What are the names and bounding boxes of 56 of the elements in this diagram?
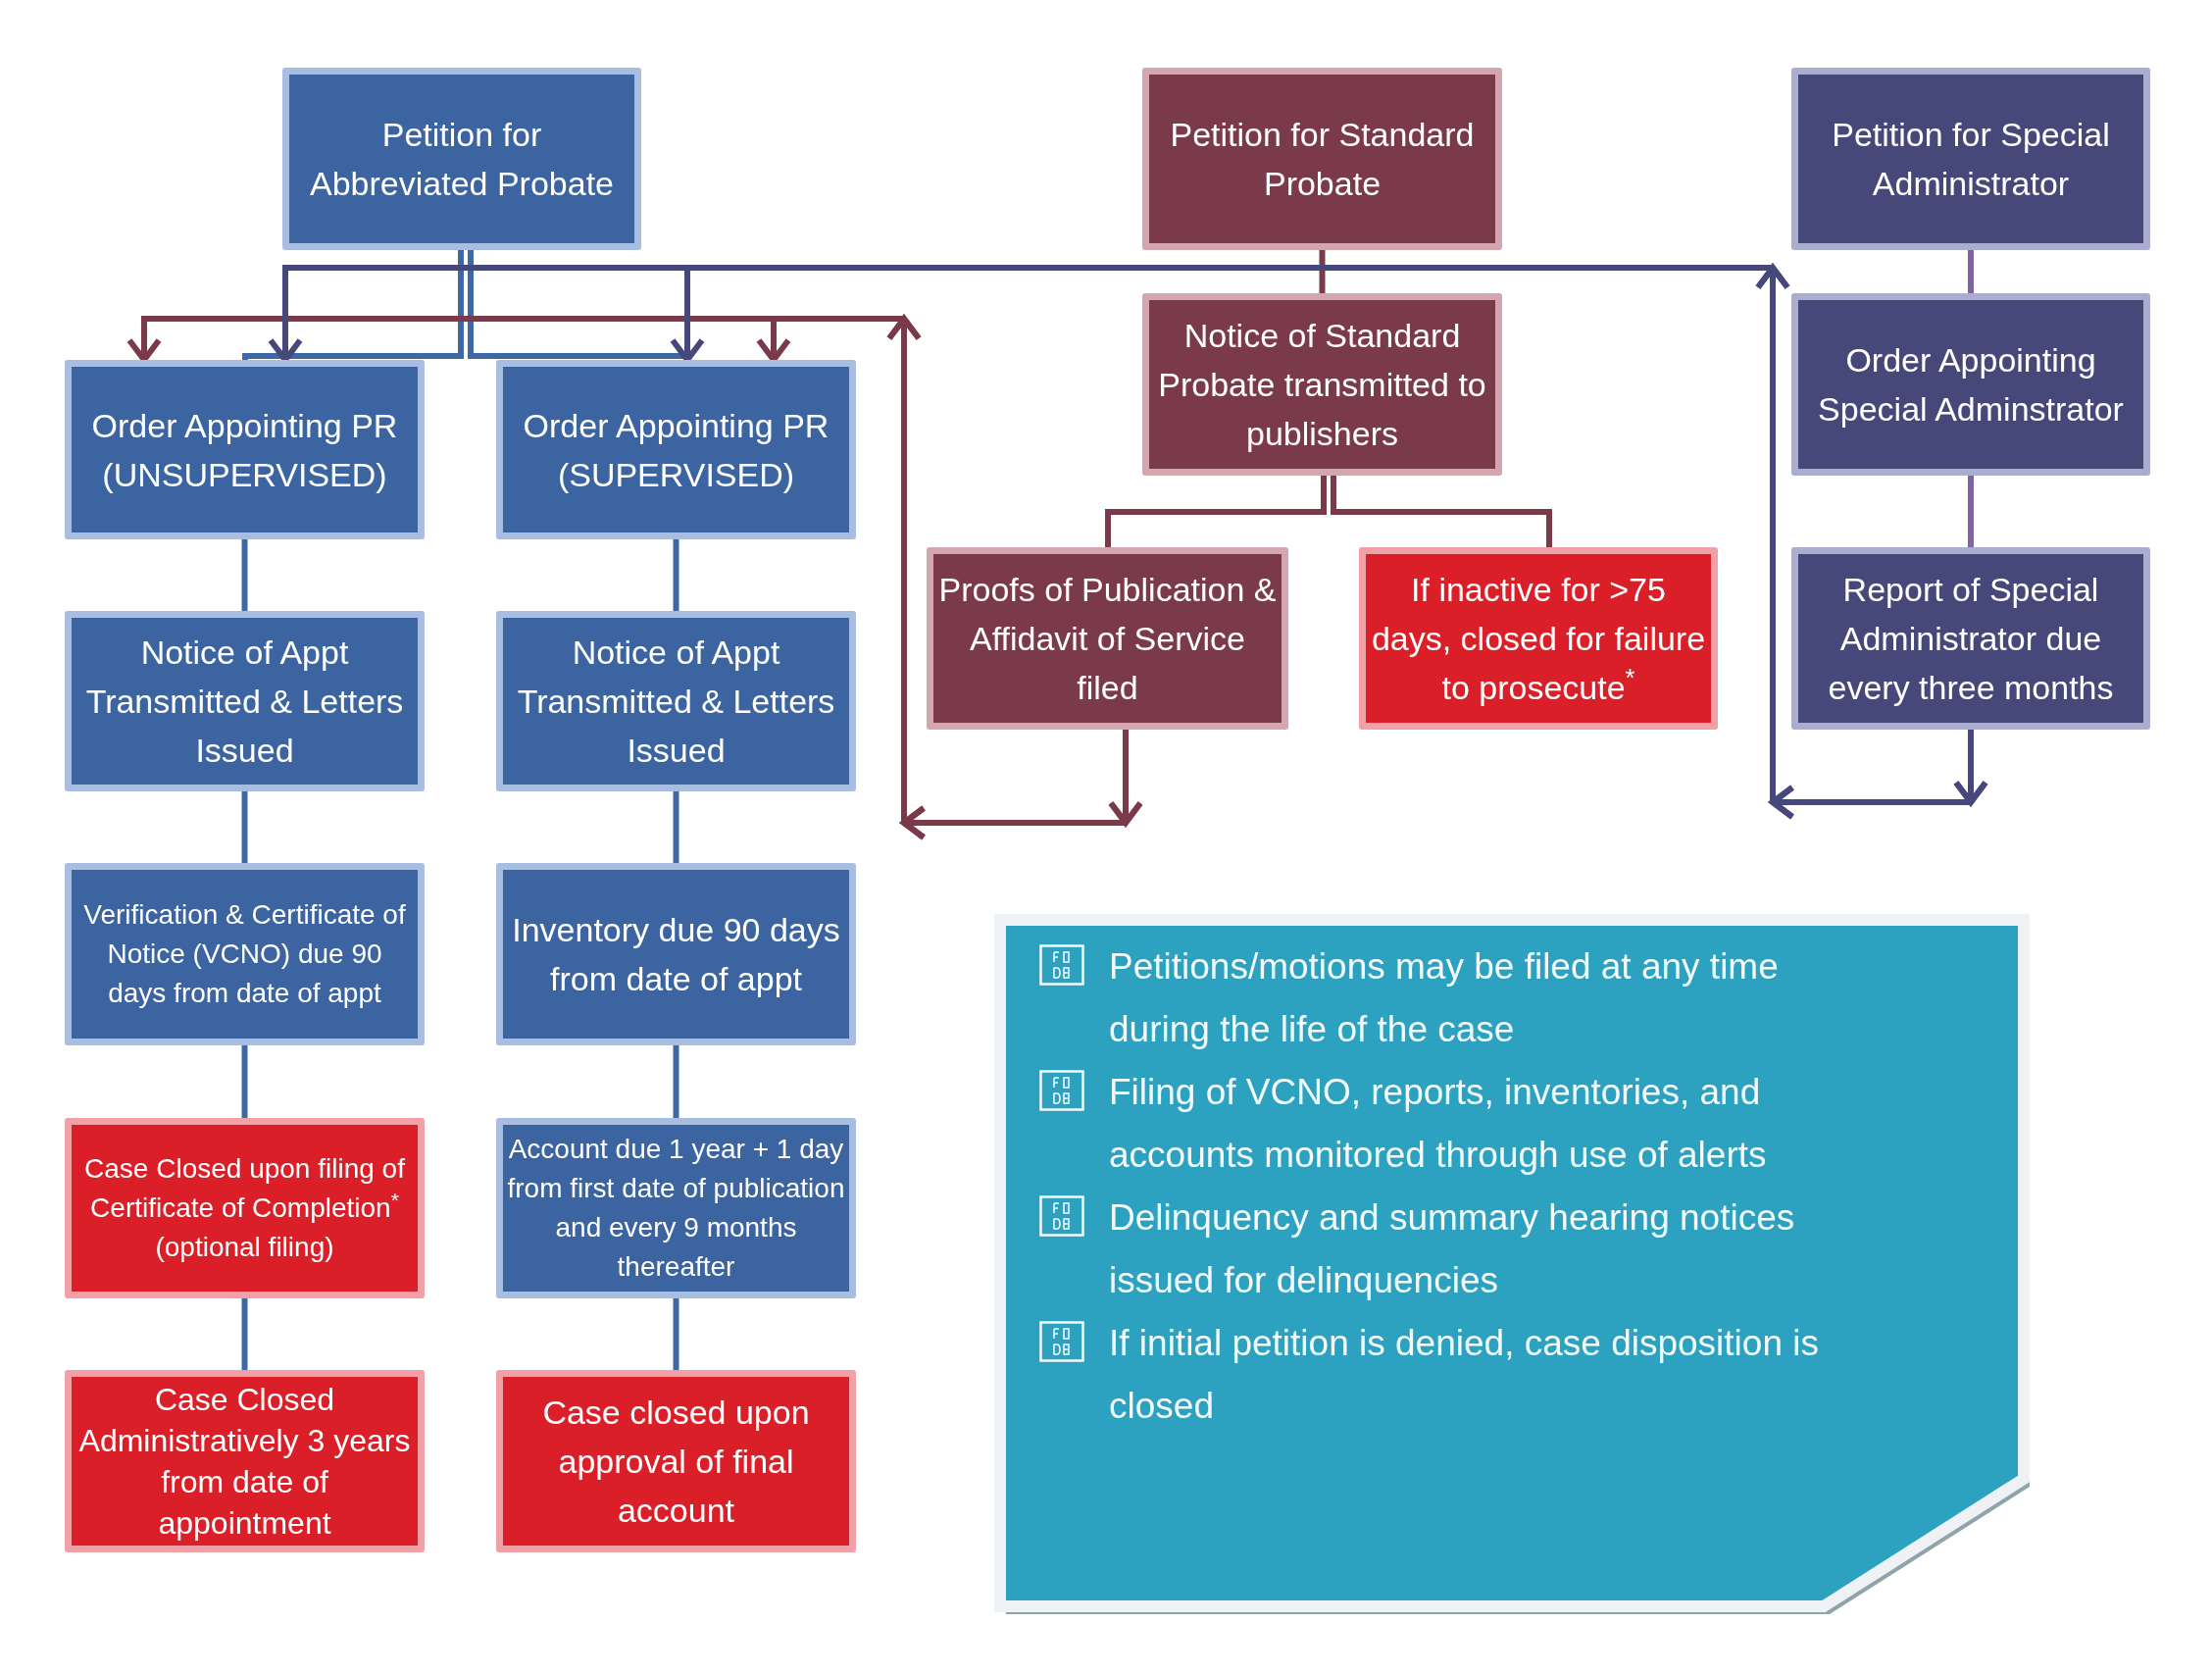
connector-line (1968, 250, 1974, 293)
bullet-text: If initial petition is denied, case disposition is closed (1109, 1322, 1820, 1428)
node-label: Notice of Appt Transmitted & Letters Issued (84, 633, 405, 771)
node-label: Notice of Appt Transmitted & Letters Issued (516, 633, 836, 771)
process-box (65, 611, 425, 791)
connector-line (241, 1045, 248, 1118)
connector-line (241, 1298, 248, 1370)
process-box (927, 547, 1288, 730)
process-box (65, 1370, 425, 1552)
bullet-text: Petitions/motions may be filed at any time during the life of the case (1109, 945, 1780, 1051)
connector-line (673, 1298, 679, 1370)
node-label: Order Appointing Special Adminstrator (1817, 340, 2125, 430)
process-box (1359, 547, 1718, 730)
node-label: Case Closed upon filing of Certificate of Completion$^{*}$ (optional filing) (83, 1152, 406, 1264)
connector-line (673, 539, 679, 611)
node-label: Case Closed Administratively 3 years from date of appointment (77, 1381, 412, 1543)
node-label: If inactive for >75 days, closed for failure to prosecute$^{*}$ (1370, 570, 1707, 708)
connector-line (242, 250, 464, 360)
process-box (496, 611, 856, 791)
process-box (496, 863, 856, 1045)
connector-line (1331, 476, 1552, 547)
node-label: Account due 1 year + 1 day from first date of publication and every 9 months thereafter (507, 1133, 845, 1284)
process-box (65, 863, 425, 1045)
node-label: Report of Special Administrator due every three months (1827, 570, 2115, 708)
node-label: Notice of Standard Probate transmitted to publishers (1157, 316, 1487, 454)
process-box (1791, 547, 2150, 730)
process-box (496, 360, 856, 539)
process-box (1791, 293, 2150, 476)
node-label: Petition for Special Administrator (1831, 115, 2111, 204)
process-box (282, 68, 641, 250)
node-label: Inventory due 90 days from date of appt (511, 910, 841, 999)
arrow (756, 314, 1143, 840)
connector-line (673, 1045, 679, 1118)
node-label: Order Appointing PR (SUPERVISED) (522, 405, 830, 495)
process-box (1142, 293, 1502, 476)
process-box (496, 1118, 856, 1298)
connector-line (241, 791, 248, 863)
node-label: Case closed upon approval of final account (541, 1393, 811, 1531)
bullet-text: Filing of VCNO, reports, inventories, and accounts monitored through use of alerts (1109, 1071, 1768, 1177)
node-label: Petition for Standard Probate (1169, 115, 1476, 204)
process-box (65, 360, 425, 539)
connector-line (673, 791, 679, 863)
connector-line (241, 539, 248, 611)
node-label: Petition for Abbreviated Probate (309, 115, 615, 204)
process-box (65, 1118, 425, 1298)
process-box (496, 1370, 856, 1552)
node-label: Order Appointing PR (UNSUPERVISED) (90, 405, 399, 495)
node-label: Verification & Certificate of Notice (VCNO) due 90 days from date of appt (82, 898, 407, 1010)
process-box (1791, 68, 2150, 250)
node-label: Proofs of Publication & Affidavit of Service filed (937, 570, 1278, 708)
arrow (670, 263, 1988, 820)
connector-line (1319, 250, 1326, 293)
connector-line (1968, 476, 1974, 547)
connector-line (1105, 476, 1327, 547)
process-box (1142, 68, 1502, 250)
bullet-text: Delinquency and summary hearing notices issued for delinquencies (1109, 1196, 1796, 1302)
